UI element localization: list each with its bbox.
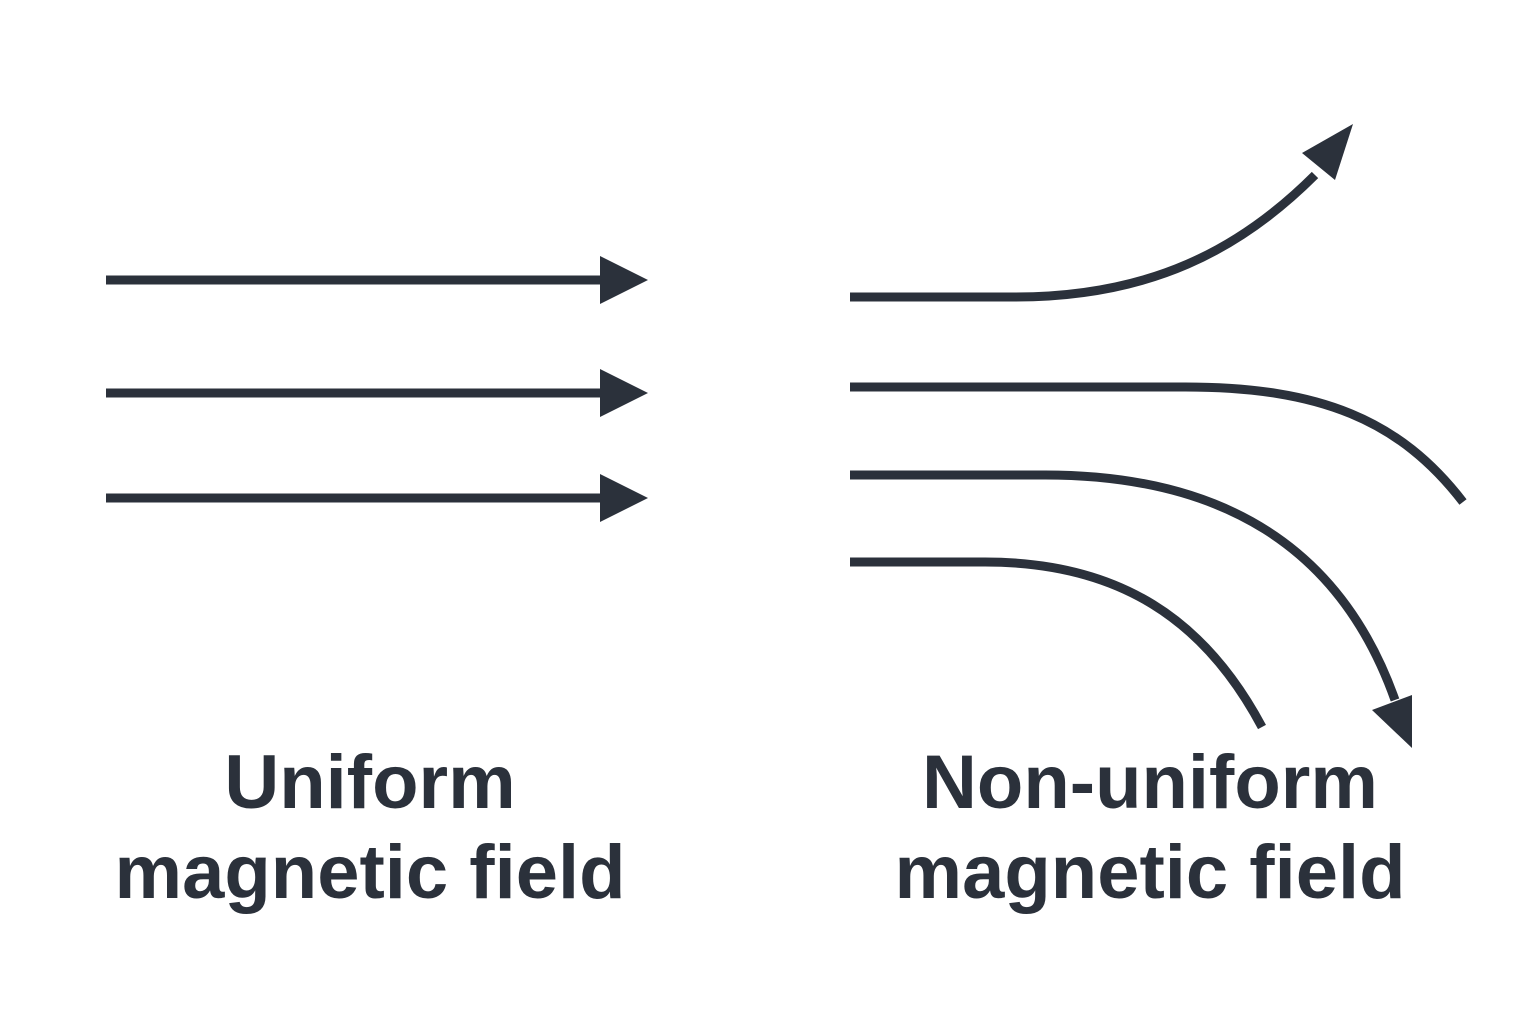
non-uniform-label-line2: magnetic field [894, 830, 1406, 915]
non-uniform-field-line-2 [850, 382, 1467, 505]
non-uniform-field-label: Non-uniform magnetic field [850, 738, 1450, 918]
arrowhead-icon [1372, 695, 1412, 748]
uniform-field-lines [106, 256, 648, 522]
uniform-field-label: Uniform magnetic field [70, 738, 670, 918]
non-uniform-field-line-3 [850, 470, 1400, 702]
non-uniform-field-line-4 [850, 557, 1266, 730]
arrowhead-icon [600, 369, 648, 417]
uniform-label-line2: magnetic field [114, 830, 626, 915]
non-uniform-label-line1: Non-uniform [922, 740, 1378, 825]
arrowhead-icon [600, 474, 648, 522]
non-uniform-field-lines [850, 124, 1467, 748]
non-uniform-field-line-1 [850, 171, 1319, 302]
arrowhead-icon [1302, 124, 1353, 180]
arrowhead-icon [600, 256, 648, 304]
uniform-label-line1: Uniform [224, 740, 516, 825]
